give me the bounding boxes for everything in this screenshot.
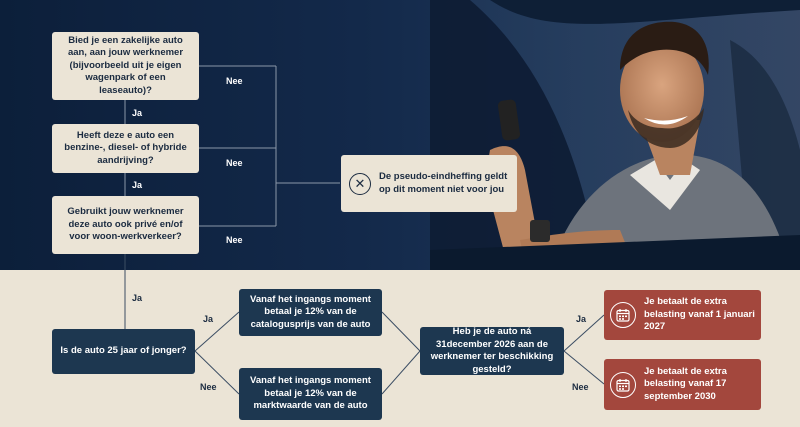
result-from-2030: Je betaalt de extra belasting vanaf 17 s… — [604, 359, 761, 410]
label-nee-1: Nee — [226, 76, 243, 86]
man-in-car-photo — [430, 0, 800, 270]
result-from-2030-text: Je betaalt de extra belasting vanaf 17 s… — [644, 365, 727, 402]
label-nee-4: Nee — [200, 382, 217, 392]
result-market-value: Vanaf het ingangs moment betaal je 12% v… — [239, 368, 382, 420]
result-not-applicable: ✕ De pseudo-eindheffing geldt op dit mom… — [341, 155, 517, 212]
question-company-car: Bied je een zakelijke auto aan, aan jouw… — [52, 32, 199, 100]
label-nee-3: Nee — [226, 235, 243, 245]
label-ja-5: Ja — [576, 314, 587, 324]
question-after-2026: Heb je de auto ná 31december 2026 aan de… — [420, 326, 564, 375]
top-panel — [0, 0, 800, 270]
result-from-2027-text: Je betaalt de extra belasting vanaf 1 ja… — [644, 296, 755, 333]
result-from-2027: Je betaalt de extra belasting vanaf 1 ja… — [604, 290, 761, 340]
label-ja-4: Ja — [203, 314, 214, 324]
label-nee-5: Nee — [572, 382, 589, 392]
calendar-icon — [610, 302, 636, 328]
result-catalog-price: Vanaf het ingangs moment betaal je 12% v… — [239, 289, 382, 336]
label-nee-2: Nee — [226, 158, 243, 168]
label-ja-2: Ja — [132, 180, 143, 190]
question-fuel-type: Heeft deze e auto een benzine-, diesel- … — [52, 124, 199, 173]
calendar-icon — [610, 371, 636, 398]
result-not-applicable-text: De pseudo-eindheffing geldt op dit momen… — [379, 171, 508, 195]
question-car-age: Is de auto 25 jaar of jonger? — [52, 329, 195, 374]
label-ja-3: Ja — [132, 293, 143, 303]
label-ja-1: Ja — [132, 108, 143, 118]
x-circle-icon: ✕ — [349, 172, 371, 195]
question-private-use: Gebruikt jouw werknemer deze auto ook pr… — [52, 196, 199, 254]
